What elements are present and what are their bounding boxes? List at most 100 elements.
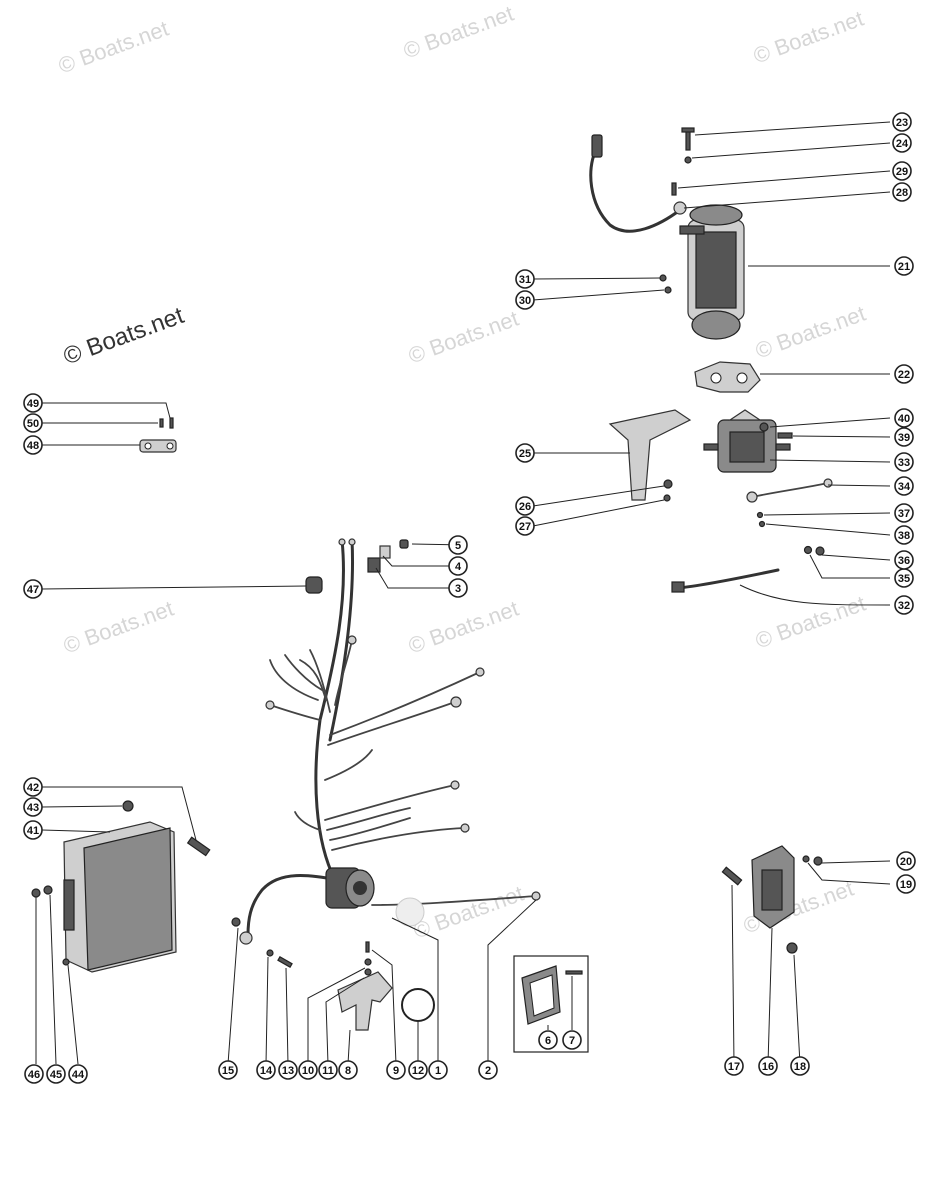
switch-box-washer <box>122 800 134 812</box>
callout-number: 48 <box>27 440 39 452</box>
starter-mount-bracket <box>694 361 761 393</box>
callout-circle <box>790 1056 810 1076</box>
callout-19: 19 <box>896 874 916 894</box>
callout-26: 26 <box>515 496 535 516</box>
regulator-bolt <box>721 866 743 886</box>
solenoid-nut <box>663 479 673 489</box>
callout-21: 21 <box>894 256 914 276</box>
starter-screw <box>681 127 695 151</box>
callout-41: 41 <box>23 820 43 840</box>
callout-6: 6 <box>538 1030 558 1050</box>
callout-9: 9 <box>386 1060 406 1080</box>
callout-circle <box>448 578 468 598</box>
callout-number: 11 <box>322 1065 334 1077</box>
callout-number: 23 <box>896 117 908 129</box>
callout-number: 12 <box>412 1065 424 1077</box>
callout-circle <box>515 516 535 536</box>
callout-36: 36 <box>894 550 914 570</box>
callout-number: 20 <box>900 856 912 868</box>
callout-circle <box>894 595 914 615</box>
callout-30: 30 <box>515 290 535 310</box>
callout-number: 18 <box>794 1061 806 1073</box>
callout-40: 40 <box>894 408 914 428</box>
callout-3: 3 <box>448 578 468 598</box>
callout-number: 33 <box>898 457 910 469</box>
callout-49: 49 <box>23 393 43 413</box>
callout-number: 28 <box>896 187 908 199</box>
callout-circle <box>256 1060 276 1080</box>
callout-circle <box>23 579 43 599</box>
callout-47: 47 <box>23 579 43 599</box>
callout-13: 13 <box>278 1060 298 1080</box>
nut-b <box>31 888 41 898</box>
regulator-bottom-nut <box>786 942 798 954</box>
callout-circle <box>478 1060 498 1080</box>
plug-gasket-ghost <box>395 897 425 927</box>
callout-circle <box>23 777 43 797</box>
callout-number: 29 <box>896 166 908 178</box>
callout-number: 3 <box>455 583 461 595</box>
callout-number: 7 <box>569 1035 575 1047</box>
starter-cable <box>671 568 780 593</box>
callout-number: 34 <box>898 481 911 493</box>
callout-circle <box>894 256 914 276</box>
callout-22: 22 <box>894 364 914 384</box>
callout-number: 5 <box>455 540 461 552</box>
callout-33: 33 <box>894 452 914 472</box>
callout-18: 18 <box>790 1056 810 1076</box>
callout-circle <box>894 550 914 570</box>
callout-circle <box>428 1060 448 1080</box>
callout-35: 35 <box>894 568 914 588</box>
small-screw <box>62 958 70 966</box>
regulator-washer <box>802 855 810 863</box>
callout-circle <box>896 874 916 894</box>
callout-number: 32 <box>898 600 910 612</box>
callout-circle <box>515 269 535 289</box>
callout-27: 27 <box>515 516 535 536</box>
ground-washer <box>231 917 241 927</box>
battery-cable <box>589 134 687 233</box>
leader-lines <box>35 121 891 1065</box>
callout-circle <box>448 556 468 576</box>
callout-circle <box>515 443 535 463</box>
callout-5: 5 <box>448 535 468 555</box>
washer <box>266 949 274 957</box>
callout-number: 26 <box>519 501 531 513</box>
callout-circle <box>23 797 43 817</box>
callout-number: 39 <box>898 432 910 444</box>
callout-37: 37 <box>894 503 914 523</box>
callout-7: 7 <box>562 1030 582 1050</box>
callout-number: 30 <box>519 295 531 307</box>
callout-31: 31 <box>515 269 535 289</box>
solenoid-bracket <box>608 409 692 501</box>
callout-43: 43 <box>23 797 43 817</box>
starter-solenoid <box>703 409 791 473</box>
callout-circle <box>448 535 468 555</box>
callout-circle <box>318 1060 338 1080</box>
solenoid-small-washer <box>756 511 764 519</box>
harness-clip <box>367 539 409 573</box>
callout-number: 47 <box>27 584 39 596</box>
callout-24: 24 <box>892 133 912 153</box>
callout-circle <box>892 112 912 132</box>
callout-number: 37 <box>898 508 910 520</box>
callout-circle <box>724 1056 744 1076</box>
callout-number: 42 <box>27 782 39 794</box>
callout-number: 25 <box>519 448 531 460</box>
callout-circle <box>538 1030 558 1050</box>
callout-circle <box>338 1060 358 1080</box>
callout-10: 10 <box>298 1060 318 1080</box>
callout-circle <box>515 496 535 516</box>
callout-number: 40 <box>898 413 910 425</box>
wiring-harness <box>239 538 541 945</box>
plug-retainer <box>337 971 393 1031</box>
callout-number: 14 <box>260 1065 273 1077</box>
callout-42: 42 <box>23 777 43 797</box>
callout-circle <box>46 1064 66 1084</box>
callout-12: 12 <box>408 1060 428 1080</box>
callout-48: 48 <box>23 435 43 455</box>
terminal-washer <box>815 546 825 556</box>
